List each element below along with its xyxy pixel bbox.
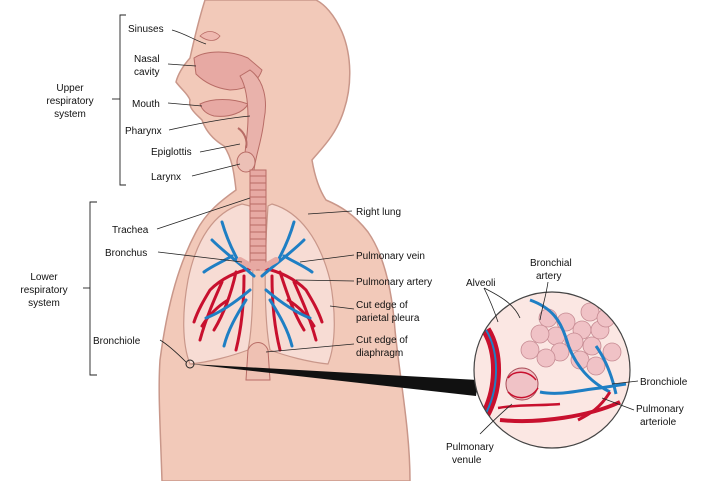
larynx-shape (236, 151, 256, 173)
leader-lines (156, 29, 639, 435)
mouth-shape (199, 99, 249, 117)
trachea-leader (156, 197, 251, 230)
label-right-lung: Right lung (356, 207, 401, 218)
inset-bronchial-vein (539, 382, 627, 395)
upper-group-line2: respiratory (46, 96, 93, 107)
right-arteries (262, 266, 324, 352)
label-venule-line2: venule (452, 455, 482, 466)
upper-group-line3: system (54, 109, 86, 120)
mouth-leader (167, 102, 203, 107)
label-arteriole-line2: arteriole (640, 417, 677, 428)
trachea (249, 169, 267, 271)
lower-group-line1: Lower (30, 272, 58, 283)
capillary-net (507, 371, 539, 399)
group-labels: Upper respiratory system Lower respirato… (20, 83, 93, 309)
main-bronchi (237, 257, 279, 271)
label-venule-line1: Pulmonary (446, 442, 494, 453)
label-bronchiole-inset: Bronchiole (640, 377, 688, 388)
structure-labels-right: Right lung Pulmonary vein Pulmonary arte… (356, 207, 432, 359)
pharynx-leader (168, 115, 251, 131)
larynx-leader (191, 163, 241, 177)
label-arteriole-line1: Pulmonary (636, 404, 684, 415)
head-cavities (193, 31, 266, 173)
lower-group-line2: respiratory (20, 285, 67, 296)
epiglottis-shape (237, 127, 248, 149)
structure-labels-left: Sinuses Nasal cavity Mouth Pharynx Epigl… (93, 24, 192, 347)
label-cut-diaphragm-line1: Cut edge of (356, 335, 408, 346)
inset-arteriole-branch (577, 391, 612, 422)
zoom-wedge (190, 364, 478, 396)
right-lung-leader (307, 210, 353, 215)
upper-bracket (119, 14, 126, 186)
alveolus (520, 340, 540, 360)
label-cut-pleura-line1: Cut edge of (356, 300, 408, 311)
diaphragm-edge (245, 342, 271, 381)
inset-labels: Alveoli Bronchial artery Bronchiole Pulm… (446, 258, 688, 466)
label-nasal-line2: cavity (134, 67, 160, 78)
trachea-rings (250, 175, 266, 261)
brackets (83, 14, 126, 376)
bronchus-leader (157, 251, 243, 263)
label-bronchial-line2: artery (536, 271, 562, 282)
pulmonary-vein-leader (299, 254, 355, 263)
label-cut-diaphragm-line2: diaphragm (356, 348, 403, 359)
right-veins (260, 220, 314, 348)
inset-magnified-view (473, 291, 631, 449)
inset-bronchial-artery (529, 298, 611, 394)
label-larynx: Larynx (151, 172, 181, 183)
inset-pulmonary-arteriole (499, 400, 621, 424)
trachea-tube (249, 169, 267, 271)
alveoli-leader-2 (483, 287, 521, 319)
sinuses-leader (171, 29, 207, 45)
label-mouth: Mouth (132, 99, 160, 110)
upper-group-line1: Upper (56, 83, 84, 94)
bronchiole-inset-leader (611, 380, 639, 385)
inset-alveolus-sac (505, 367, 539, 401)
label-pharynx: Pharynx (125, 126, 162, 137)
nasal-leader (167, 63, 197, 67)
label-cut-pleura-line2: parietal pleura (356, 313, 420, 324)
lower-bracket (89, 201, 97, 376)
label-bronchial-line1: Bronchial (530, 258, 572, 269)
label-pulmonary-artery: Pulmonary artery (356, 277, 432, 288)
arteriole-leader (601, 397, 635, 411)
lower-group-line3: system (28, 298, 60, 309)
label-trachea: Trachea (112, 225, 149, 236)
alveolus (586, 356, 606, 376)
alveolus (596, 308, 616, 328)
pulmonary-artery-leader (295, 279, 355, 282)
epiglottis-leader (199, 143, 241, 153)
label-alveoli: Alveoli (466, 278, 495, 289)
alveolus (530, 324, 550, 344)
bronchiole-leader (159, 339, 187, 363)
label-bronchus: Bronchus (105, 248, 147, 259)
label-bronchiole-left: Bronchiole (93, 336, 141, 347)
venule-leader (479, 403, 513, 435)
label-sinuses: Sinuses (128, 24, 164, 35)
label-pulmonary-vein: Pulmonary vein (356, 251, 425, 262)
inset-small-artery (497, 402, 561, 410)
inset-bronchiole-vessel (594, 345, 618, 395)
alveoli-leader-1 (483, 287, 499, 323)
alveolus (582, 336, 602, 356)
left-arteries (192, 266, 254, 352)
sinus-shape (199, 31, 221, 41)
inset-vein-line (481, 329, 497, 421)
pleura-leader (329, 305, 355, 310)
diaphragm-leader (265, 343, 355, 353)
lung-vessels (192, 220, 324, 352)
bronchiole-marker (185, 359, 195, 369)
inset-circle-border (473, 291, 631, 449)
label-nasal-line1: Nasal (134, 54, 160, 65)
left-veins (202, 220, 256, 348)
label-epiglottis: Epiglottis (151, 147, 192, 158)
bronchial-artery-leader (539, 281, 549, 321)
alveolus (536, 348, 556, 368)
alveoli-cluster (520, 302, 622, 376)
alveolus (602, 342, 622, 362)
